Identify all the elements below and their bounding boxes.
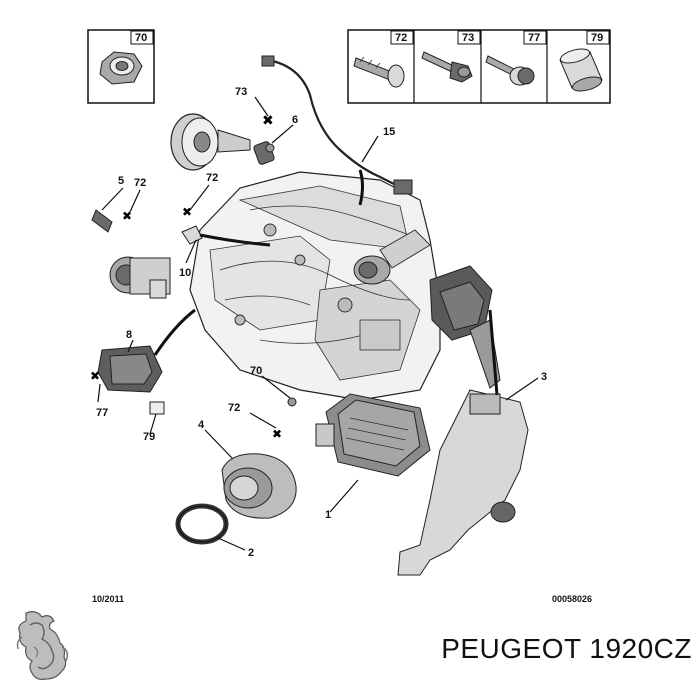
callout-72-a: 72 bbox=[134, 177, 146, 189]
callout-6: 6 bbox=[292, 114, 298, 126]
spacer-sleeve-icon bbox=[559, 48, 603, 92]
sensor-module-8 bbox=[97, 345, 165, 415]
callout-3: 3 bbox=[541, 371, 547, 383]
bracket-10 bbox=[181, 225, 203, 245]
housing-part-4 bbox=[221, 453, 297, 519]
hardware-label-73: 73 bbox=[462, 32, 474, 44]
svg-text:✖: ✖ bbox=[122, 209, 132, 223]
svg-text:✖: ✖ bbox=[272, 427, 282, 441]
part-number-title: PEUGEOT 1920CZ bbox=[441, 633, 692, 664]
ecu-unit-1 bbox=[315, 393, 431, 477]
callout-1: 1 bbox=[325, 509, 331, 521]
callout-10: 10 bbox=[179, 267, 191, 279]
diagram-reference: 00058026 bbox=[552, 594, 592, 604]
callout-70: 70 bbox=[250, 365, 262, 377]
svg-text:✖: ✖ bbox=[262, 113, 274, 129]
diagram-date: 10/2011 bbox=[92, 594, 124, 604]
svg-text:✖: ✖ bbox=[90, 369, 100, 383]
hardware-strip: 72 73 77 79 bbox=[347, 29, 611, 104]
peugeot-lion-logo bbox=[16, 611, 69, 680]
hardware-label-70: 70 bbox=[135, 32, 147, 44]
hardware-label-72: 72 bbox=[395, 32, 407, 44]
callout-15: 15 bbox=[383, 126, 395, 138]
sensor-harness bbox=[261, 55, 413, 195]
screw-icon bbox=[353, 56, 405, 88]
timing-pulley bbox=[170, 113, 251, 171]
svg-text:✖: ✖ bbox=[182, 205, 192, 219]
callout-8: 8 bbox=[126, 329, 132, 341]
camshaft-sensor bbox=[253, 141, 275, 165]
leader-lines bbox=[97, 96, 539, 551]
callout-73: 73 bbox=[235, 86, 247, 98]
nut-icon bbox=[99, 51, 143, 85]
throttle-body bbox=[91, 209, 171, 299]
callout-5: 5 bbox=[118, 175, 124, 187]
relay-module bbox=[429, 265, 501, 389]
hardware-label-79: 79 bbox=[591, 32, 603, 44]
callout-labels: 73 6 15 5 72 72 10 8 77 79 70 72 4 3 1 2 bbox=[96, 86, 547, 559]
hardware-box-70: 70 bbox=[87, 29, 155, 104]
callout-77: 77 bbox=[96, 407, 108, 419]
hardware-label-77: 77 bbox=[528, 32, 540, 44]
callout-72-c: 72 bbox=[228, 402, 240, 414]
callout-4: 4 bbox=[198, 419, 205, 431]
bracket-3 bbox=[397, 389, 529, 576]
callout-79: 79 bbox=[143, 431, 155, 443]
callout-2: 2 bbox=[248, 547, 254, 559]
seal-ring-2 bbox=[175, 503, 229, 545]
engine-block bbox=[189, 171, 441, 401]
callout-72-b: 72 bbox=[206, 172, 218, 184]
fastener-markers: ✖ ✖ ✖ ✖ ✖ bbox=[90, 113, 297, 441]
bolt-icon bbox=[421, 51, 473, 83]
flange-screw-icon bbox=[485, 55, 535, 86]
